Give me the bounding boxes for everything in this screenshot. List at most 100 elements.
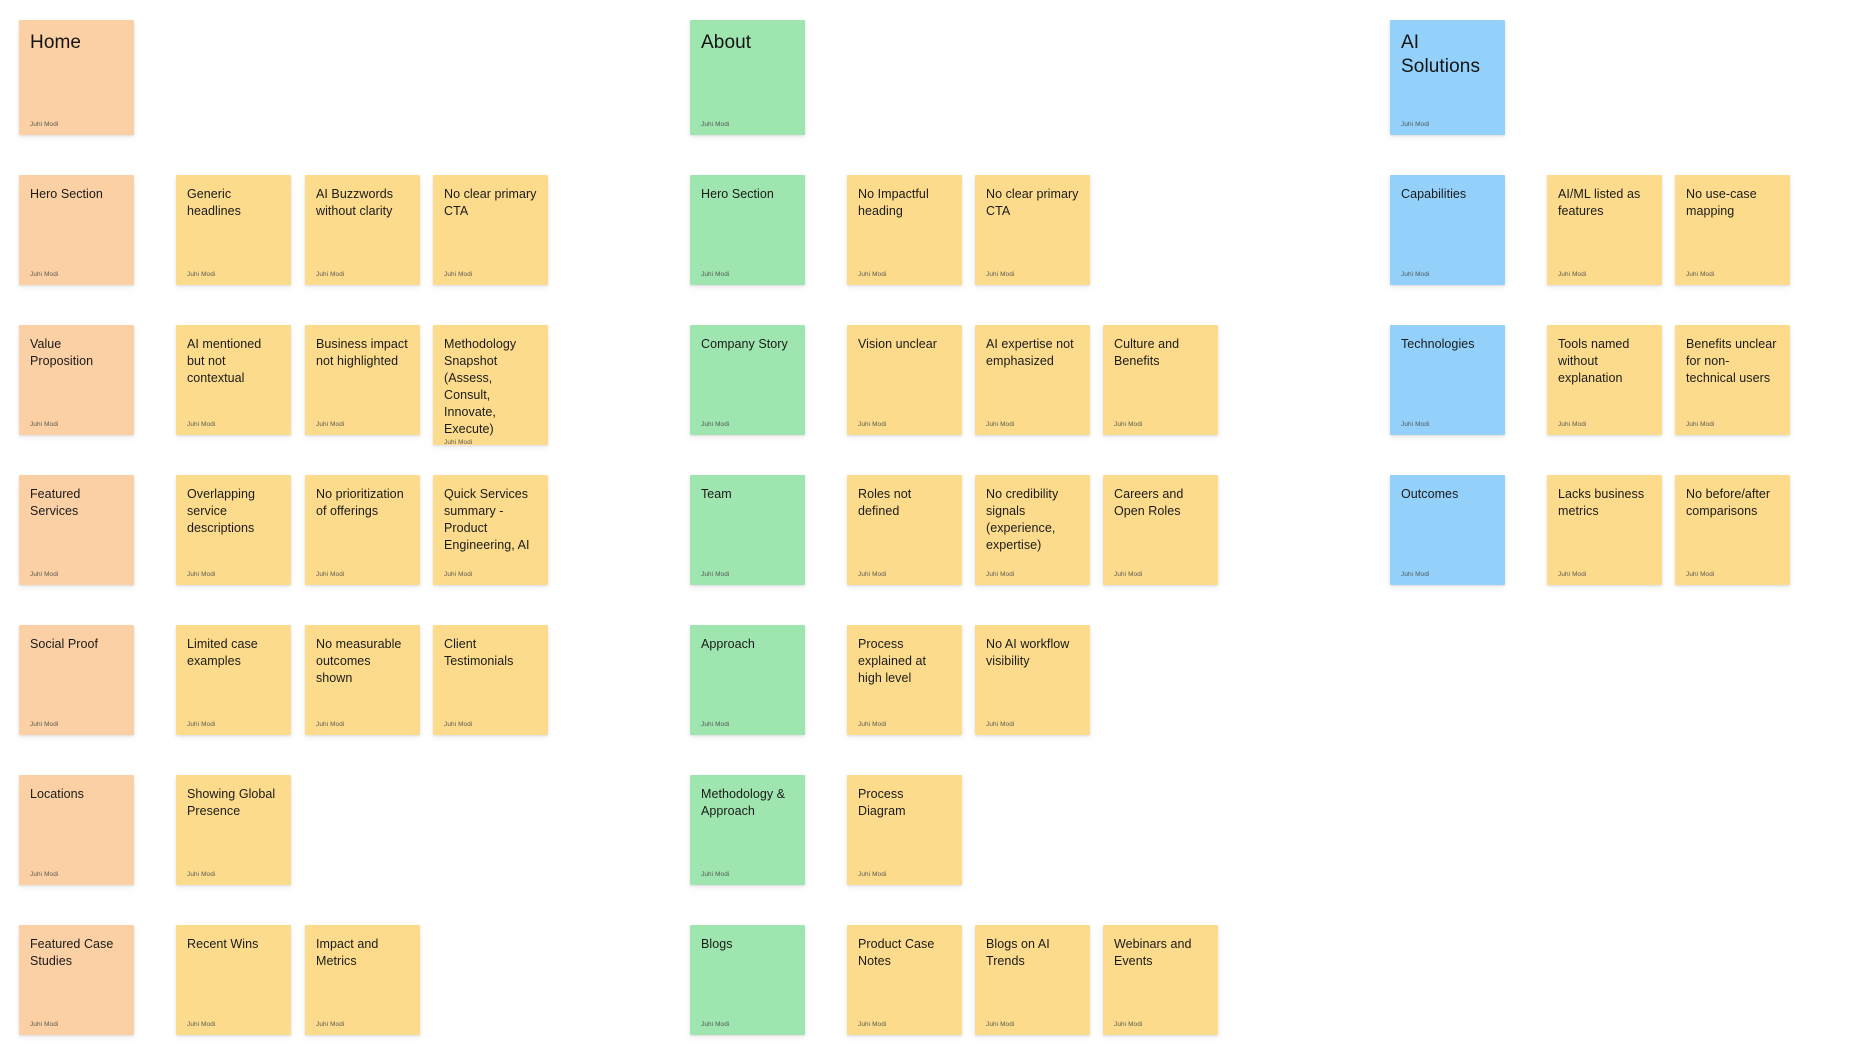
sticky-note-author: Juhi Modi (1114, 421, 1143, 428)
sticky-note-author: Juhi Modi (858, 421, 887, 428)
sticky-note-text: About (701, 32, 752, 53)
sticky-note[interactable]: Benefits unclear for non-technical users… (1675, 325, 1790, 435)
sticky-note-author: Juhi Modi (986, 421, 1015, 428)
sticky-note-text: Locations (30, 787, 84, 801)
sticky-note-text: Home (30, 32, 82, 53)
sticky-note-text: No use-case mapping (1686, 187, 1757, 218)
sticky-note-author: Juhi Modi (187, 721, 216, 728)
sticky-note[interactable]: Methodology Snapshot (Assess, Consult, I… (433, 325, 548, 445)
sticky-note-text: Blogs (701, 937, 733, 951)
sticky-note-author: Juhi Modi (187, 571, 216, 578)
sticky-note-author: Juhi Modi (30, 121, 59, 128)
sticky-note-text: AI mentioned but not contextual (187, 337, 262, 385)
sticky-note-text: AI/ML listed as features (1558, 187, 1641, 218)
sticky-note-author: Juhi Modi (858, 1021, 887, 1028)
sticky-note-author: Juhi Modi (701, 571, 730, 578)
sticky-note-text: Business impact not highlighted (316, 337, 408, 368)
sticky-note-text: Featured Services (30, 487, 81, 518)
sticky-note-author: Juhi Modi (444, 721, 473, 728)
sticky-note-text: Process Diagram (858, 787, 906, 818)
sticky-note-text: No before/after comparisons (1686, 487, 1771, 518)
sticky-note[interactable]: Quick Services summary - Product Enginee… (433, 475, 548, 585)
sticky-note-author: Juhi Modi (316, 271, 345, 278)
sticky-note-author: Juhi Modi (444, 271, 473, 278)
sticky-note-text: Lacks business metrics (1558, 487, 1645, 518)
sticky-note-text: Capabilities (1401, 187, 1467, 201)
sticky-note-text: Team (701, 487, 732, 501)
sticky-note-text: Quick Services summary - Product Enginee… (444, 487, 530, 552)
sticky-note-text: No credibility signals (experience, expe… (986, 487, 1059, 552)
sticky-note-author: Juhi Modi (701, 121, 730, 128)
sticky-note-author: Juhi Modi (858, 721, 887, 728)
sticky-note[interactable]: No clear primary CTA Juhi Modi (433, 175, 548, 285)
sticky-note-text: Hero Section (701, 187, 774, 201)
sticky-note[interactable]: No credibility signals (experience, expe… (975, 475, 1090, 585)
sticky-note-text: Careers and Open Roles (1114, 487, 1184, 518)
sticky-note-author: Juhi Modi (701, 871, 730, 878)
sticky-note-author: Juhi Modi (30, 871, 59, 878)
sticky-note-author: Juhi Modi (444, 439, 473, 445)
sticky-note-text: No clear primary CTA (986, 187, 1079, 218)
sticky-note-text: Approach (701, 637, 755, 651)
sticky-note-author: Juhi Modi (1686, 421, 1715, 428)
sticky-note-author: Juhi Modi (858, 871, 887, 878)
sticky-note-text: No clear primary CTA (444, 187, 537, 218)
sticky-note-author: Juhi Modi (187, 421, 216, 428)
sticky-note-author: Juhi Modi (1558, 421, 1587, 428)
sticky-note-author: Juhi Modi (858, 271, 887, 278)
sticky-note-text: Outcomes (1401, 487, 1459, 501)
sticky-note-text: Process explained at high level (858, 637, 927, 685)
sticky-note-text: Overlapping service descriptions (187, 487, 255, 535)
sticky-note-author: Juhi Modi (187, 1021, 216, 1028)
